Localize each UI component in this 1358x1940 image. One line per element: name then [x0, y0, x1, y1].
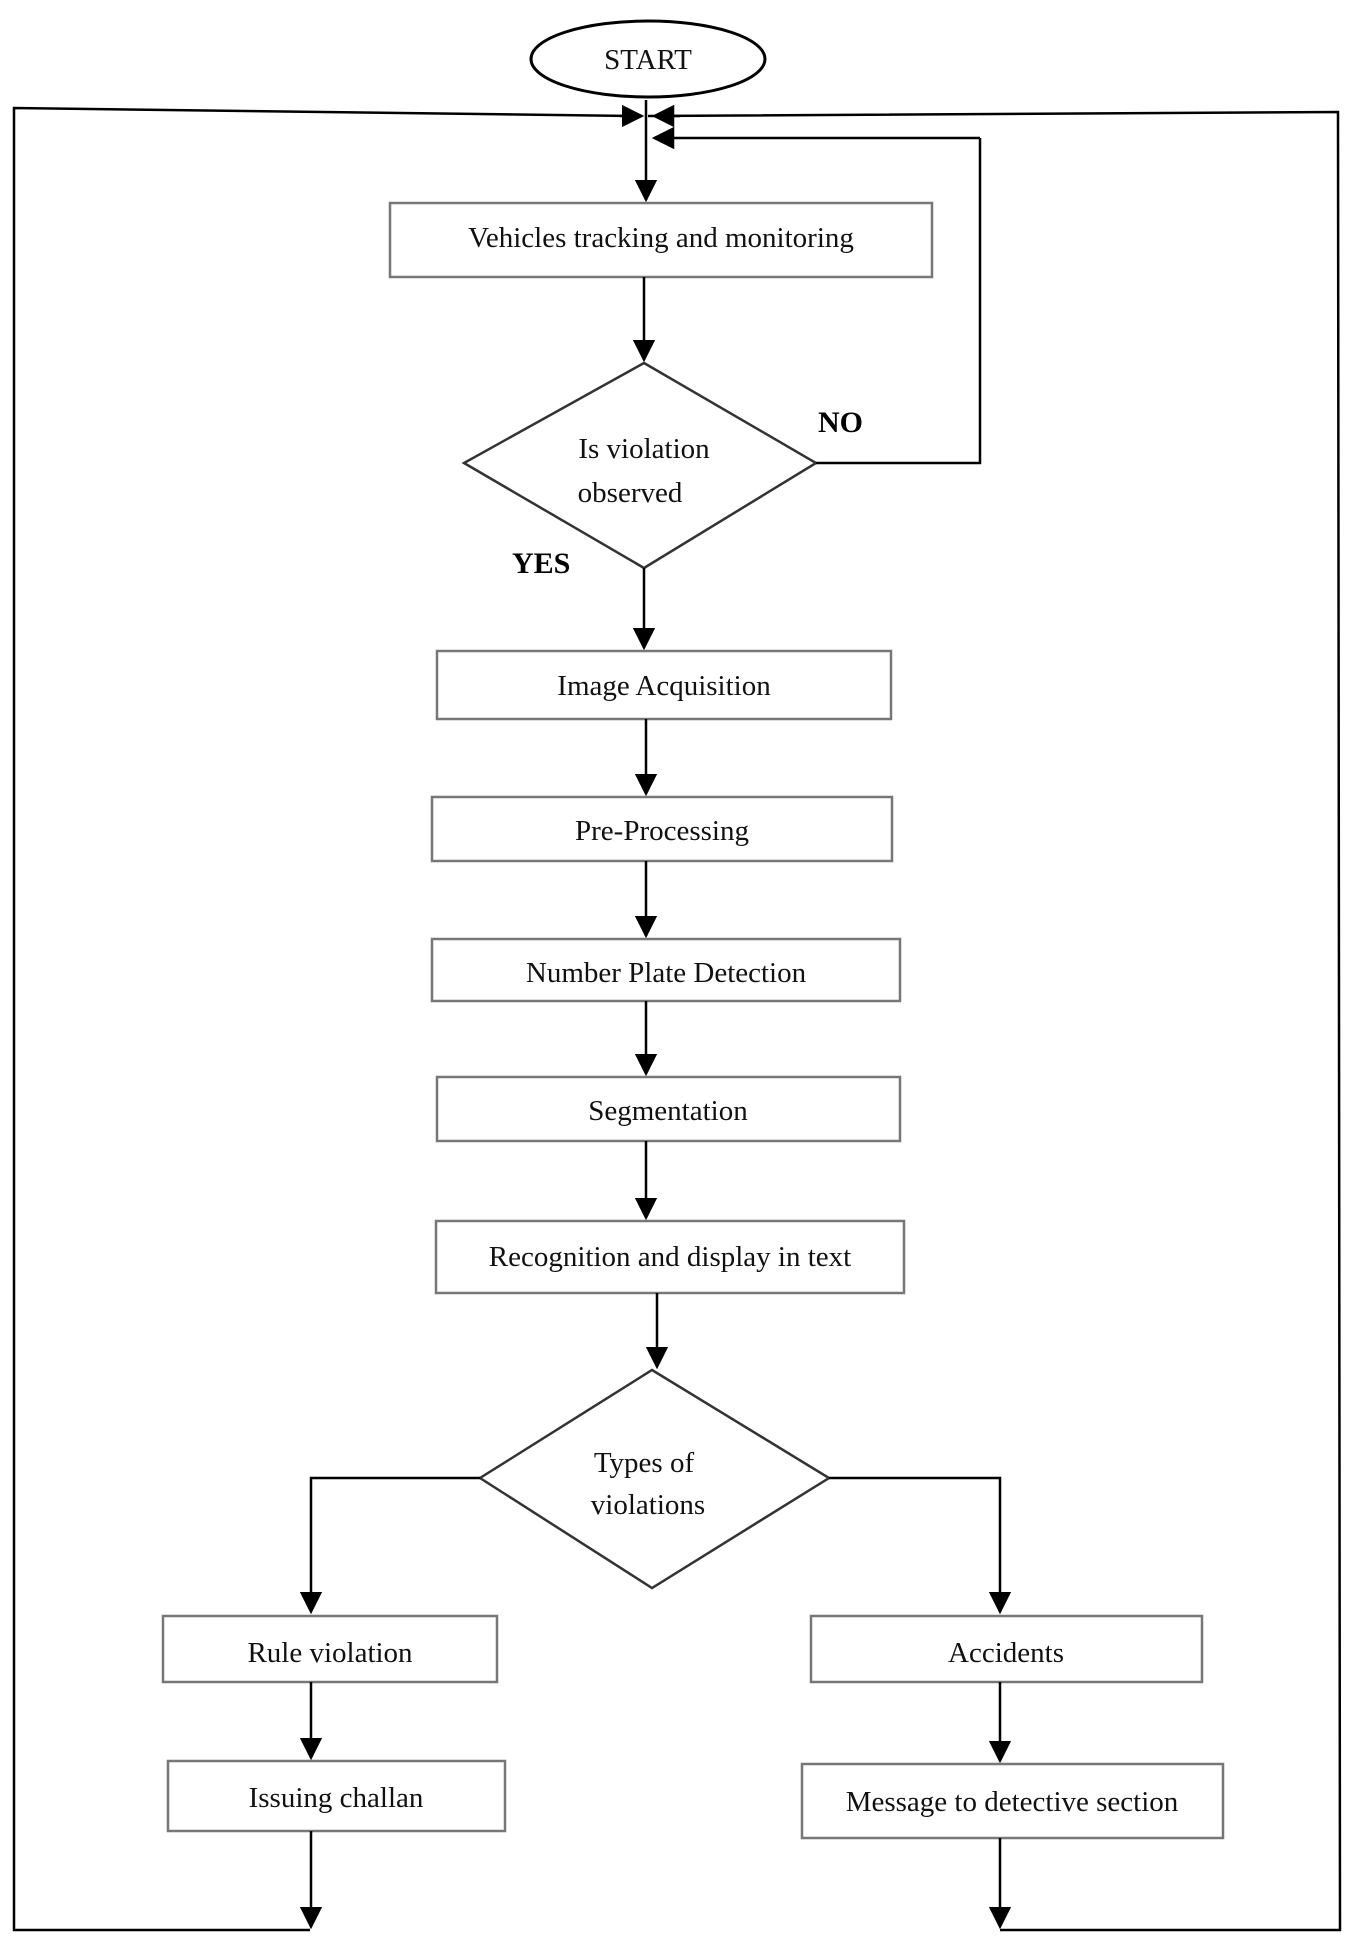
- decision2-line2: violations: [591, 1489, 705, 1521]
- branch-right: [829, 1476, 1012, 1615]
- decision1-line1: Is violation: [578, 433, 710, 465]
- decision-violation-observed: [461, 361, 819, 570]
- no-loop-line: [816, 138, 982, 465]
- accidents-label: Accidents: [948, 1637, 1064, 1669]
- decision1-line2: observed: [578, 477, 683, 509]
- tracking-box: [388, 201, 934, 279]
- issuing-challan-label: Issuing challan: [249, 1782, 424, 1814]
- decision-types-of-violations: [477, 1368, 832, 1590]
- acquisition-label: Image Acquisition: [557, 670, 771, 702]
- plate-detection-box: [430, 937, 902, 1003]
- start-terminal: [529, 19, 767, 99]
- preprocessing-label: Pre-Processing: [575, 815, 749, 847]
- recognition-box: [434, 1219, 906, 1295]
- yes-label: YES: [512, 547, 570, 580]
- outer-loop-border: [12, 106, 1342, 1932]
- plate-detection-label: Number Plate Detection: [526, 957, 807, 989]
- branch-left: [299, 1476, 480, 1615]
- message-label: Message to detective section: [846, 1786, 1179, 1818]
- recognition-label: Recognition and display in text: [489, 1241, 851, 1273]
- preprocessing-box: [430, 795, 894, 863]
- rule-violation-box: [161, 1614, 499, 1684]
- start-label: START: [604, 44, 692, 76]
- no-label: NO: [818, 406, 863, 439]
- acquisition-box: [435, 649, 893, 721]
- message-box: [800, 1762, 1225, 1840]
- segmentation-label: Segmentation: [588, 1095, 748, 1127]
- issuing-challan-box: [166, 1759, 507, 1833]
- tracking-label: Vehicles tracking and monitoring: [468, 222, 854, 254]
- accidents-box: [809, 1614, 1204, 1684]
- segmentation-box: [435, 1075, 902, 1143]
- rule-violation-label: Rule violation: [247, 1637, 413, 1669]
- decision2-line1: Types of: [594, 1447, 695, 1479]
